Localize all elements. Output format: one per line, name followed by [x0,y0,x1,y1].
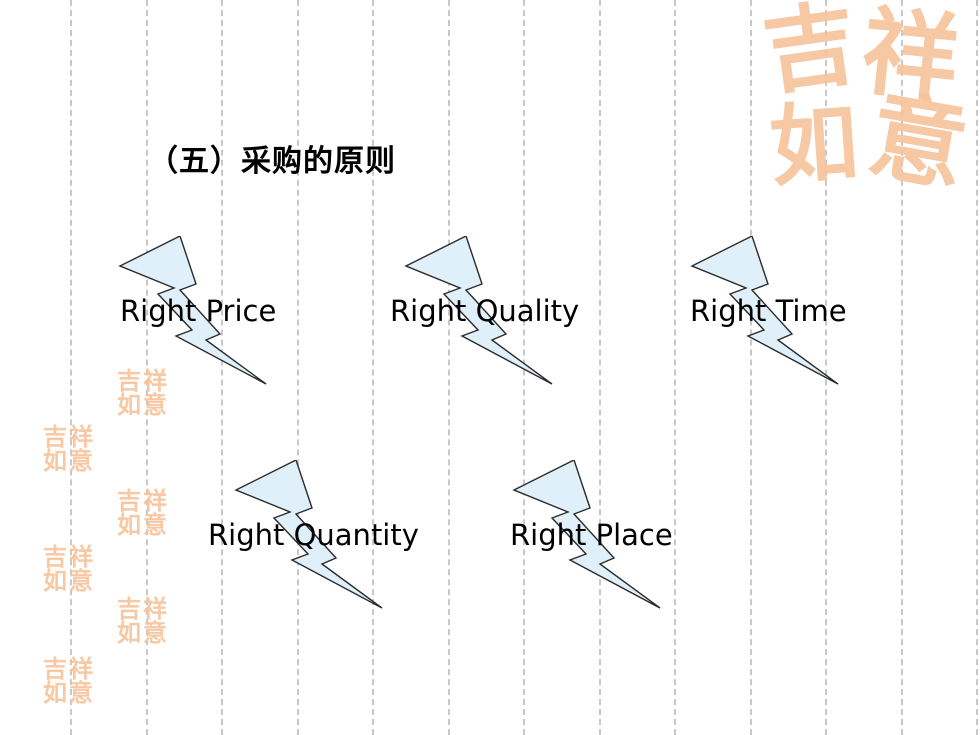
seal-char: 祥 [143,488,167,515]
grid-line [599,0,601,735]
grid-line [674,0,676,735]
seal-char: 祥 [69,656,93,683]
grid-line [901,0,903,735]
seal-char-4: 意 [861,77,976,205]
seal-char: 祥 [69,424,93,451]
seal-char: 吉 [43,544,67,571]
principle-label-quality: Right Quality [390,294,580,328]
lightning-bolt-icon [690,236,840,386]
seal-char: 祥 [69,544,93,571]
seal-char: 如 [43,678,67,706]
seal-char: 意 [143,390,167,418]
seal-char: 吉 [117,488,141,515]
grid-line [146,0,148,735]
grid-line [297,0,299,735]
lightning-bolt-icon [404,236,554,386]
principle-label-quantity: Right Quantity [208,518,419,552]
seal-char: 如 [43,446,67,474]
seal-char: 意 [143,510,167,538]
seal-stamp-small: 吉 祥 如 意 [116,488,168,538]
seal-char: 吉 [117,368,141,395]
grid-line [750,0,752,735]
principle-label-place: Right Place [510,518,673,552]
seal-char: 意 [143,618,167,646]
slide-title: （五）采购的原则 [148,144,396,179]
lightning-bolt-icon [118,236,268,386]
seal-stamp-small: 吉 祥 如 意 [42,544,94,594]
grid-line [372,0,374,735]
seal-char: 祥 [143,596,167,623]
grid-line [448,0,450,735]
seal-char: 如 [43,566,67,594]
seal-char: 吉 [117,596,141,623]
seal-char: 如 [117,510,141,538]
seal-char: 意 [69,566,93,594]
seal-char: 如 [117,390,141,418]
grid-line [825,0,827,735]
seal-char: 意 [69,446,93,474]
seal-char: 吉 [43,424,67,451]
seal-char-3: 如 [766,89,862,199]
seal-char: 意 [69,678,93,706]
seal-stamp-small: 吉 祥 如 意 [116,368,168,418]
principle-label-price: Right Price [120,294,277,328]
seal-stamp-small: 吉 祥 如 意 [42,424,94,474]
seal-stamp-small: 吉 祥 如 意 [116,596,168,646]
seal-char: 如 [117,618,141,646]
grid-line [976,0,978,735]
lightning-bolt-icon [512,460,662,610]
seal-char: 吉 [43,656,67,683]
grid-line [221,0,223,735]
lightning-bolt-icon [234,460,384,610]
seal-char: 祥 [143,368,167,395]
grid-line [70,0,72,735]
seal-logo-large: 吉 祥 如 意 [758,0,980,205]
seal-char-1: 吉 [758,0,864,108]
principle-label-time: Right Time [690,294,847,328]
seal-stamp-small: 吉 祥 如 意 [42,656,94,706]
